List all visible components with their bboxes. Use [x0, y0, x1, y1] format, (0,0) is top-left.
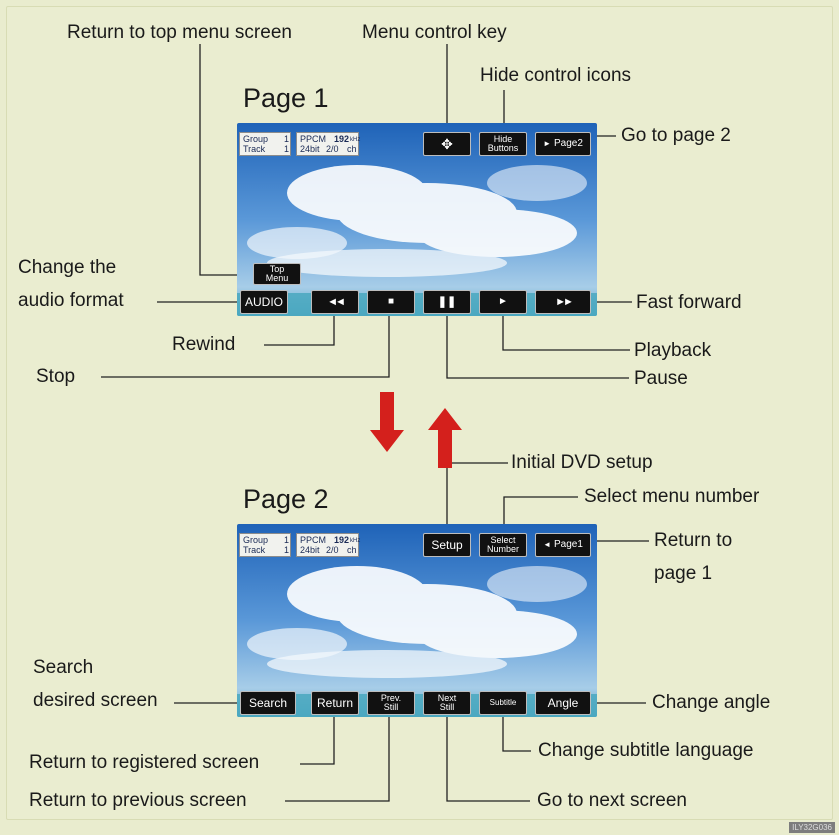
rewind-icon: ◄◄ — [327, 296, 346, 308]
fast-forward-button[interactable]: ►► — [535, 290, 591, 314]
rate-unit: kHz — [350, 538, 361, 544]
page1-title: Page 1 — [243, 83, 329, 113]
setup-button[interactable]: Setup — [423, 533, 471, 557]
stop-icon: ■ — [387, 296, 395, 307]
rate-unit: kHz — [350, 137, 361, 143]
page2-screen: Group Track 1 1 PPCM 192 kHz 24bit 2/0 c… — [237, 524, 597, 717]
label-menu-control-key: Menu control key — [362, 22, 507, 43]
label-fast-forward: Fast forward — [636, 292, 742, 313]
rate-value: 192 — [334, 134, 350, 144]
label-playback: Playback — [634, 340, 712, 361]
page-switch-arrows — [370, 392, 462, 468]
label-change-subtitle: Change subtitle language — [538, 740, 754, 761]
group-label: Group — [243, 134, 269, 144]
page2-button[interactable]: ►Page2 — [535, 132, 591, 156]
label-change-audio-2: audio format — [18, 290, 124, 311]
audio-button[interactable]: AUDIO — [240, 290, 288, 314]
channels-label: 2/0 — [326, 545, 339, 555]
line-select — [503, 496, 578, 528]
format-label: PPCM — [300, 134, 327, 144]
subtitle-button[interactable]: Subtitle — [479, 691, 527, 715]
pause-button[interactable]: ❚❚ — [423, 290, 471, 314]
audio-format-display: PPCM 192 kHz 24bit 2/0 ch — [296, 533, 361, 557]
ch-label: ch — [347, 144, 357, 154]
label-search-1: Search — [33, 657, 94, 678]
line-playback — [502, 312, 630, 351]
label-return-to-page1-1: Return to — [654, 530, 733, 551]
angle-button[interactable]: Angle — [535, 691, 591, 715]
play-icon: ► — [498, 296, 508, 307]
label-stop: Stop — [36, 366, 76, 387]
audio-format-display: PPCM 192 kHz 24bit 2/0 ch — [296, 132, 361, 156]
rewind-button[interactable]: ◄◄ — [311, 290, 359, 314]
line-next — [446, 714, 530, 802]
label-change-angle: Change angle — [652, 692, 771, 713]
label-return-registered: Return to registered screen — [29, 752, 260, 773]
track-number: 1 — [284, 545, 290, 555]
label-select-menu-number: Select menu number — [584, 486, 760, 507]
bits-label: 24bit — [300, 144, 320, 154]
line-rewind — [264, 312, 335, 346]
line-previous — [285, 714, 390, 802]
channels-label: 2/0 — [326, 144, 339, 154]
triangle-left-icon: ◄ — [543, 540, 551, 549]
pause-icon: ❚❚ — [437, 296, 457, 308]
line-pause — [446, 312, 629, 379]
group-track-display: Group Track 1 1 — [239, 132, 291, 156]
group-label: Group — [243, 535, 269, 545]
line-setup — [446, 462, 508, 528]
stop-button[interactable]: ■ — [367, 290, 415, 314]
return-button[interactable]: Return — [311, 691, 359, 715]
search-button[interactable]: Search — [240, 691, 296, 715]
label-return-to-page1-2: page 1 — [654, 563, 713, 584]
menu-control-button[interactable]: ✥ — [423, 132, 471, 156]
track-number: 1 — [284, 144, 290, 154]
format-label: PPCM — [300, 535, 327, 545]
arrow-up-icon — [428, 408, 462, 468]
triangle-right-icon: ► — [543, 139, 551, 148]
label-go-to-page2: Go to page 2 — [621, 125, 731, 146]
label-rewind: Rewind — [172, 334, 236, 355]
fast-forward-icon: ►► — [555, 296, 574, 308]
playback-button[interactable]: ► — [479, 290, 527, 314]
label-pause: Pause — [634, 368, 688, 389]
group-track-display: Group Track 1 1 — [239, 533, 291, 557]
label-return-top-menu: Return to top menu screen — [67, 22, 292, 43]
label-initial-dvd-setup: Initial DVD setup — [511, 452, 653, 473]
label-go-next: Go to next screen — [537, 790, 687, 811]
label-search-2: desired screen — [33, 690, 158, 711]
arrow-down-icon — [370, 392, 404, 452]
label-return-previous: Return to previous screen — [29, 790, 247, 811]
rate-value: 192 — [334, 535, 350, 545]
track-label: Track — [243, 144, 266, 154]
prev-still-button[interactable]: Prev.Still — [367, 691, 415, 715]
label-hide-control-icons: Hide control icons — [480, 65, 632, 86]
group-number: 1 — [284, 535, 290, 545]
bits-label: 24bit — [300, 545, 320, 555]
page2-title: Page 2 — [243, 484, 329, 514]
line-stop — [101, 312, 390, 378]
track-label: Track — [243, 545, 266, 555]
page1-screen: Group Track 1 1 PPCM 192 kHz 24bit 2/0 c… — [237, 123, 597, 316]
line-registered — [300, 714, 335, 765]
image-code: ILY32G036 — [789, 822, 835, 833]
line-subtitle — [502, 714, 531, 752]
label-change-audio-1: Change the — [18, 257, 117, 278]
ch-label: ch — [347, 545, 357, 555]
page1-button[interactable]: ◄Page1 — [535, 533, 591, 557]
group-number: 1 — [284, 134, 290, 144]
